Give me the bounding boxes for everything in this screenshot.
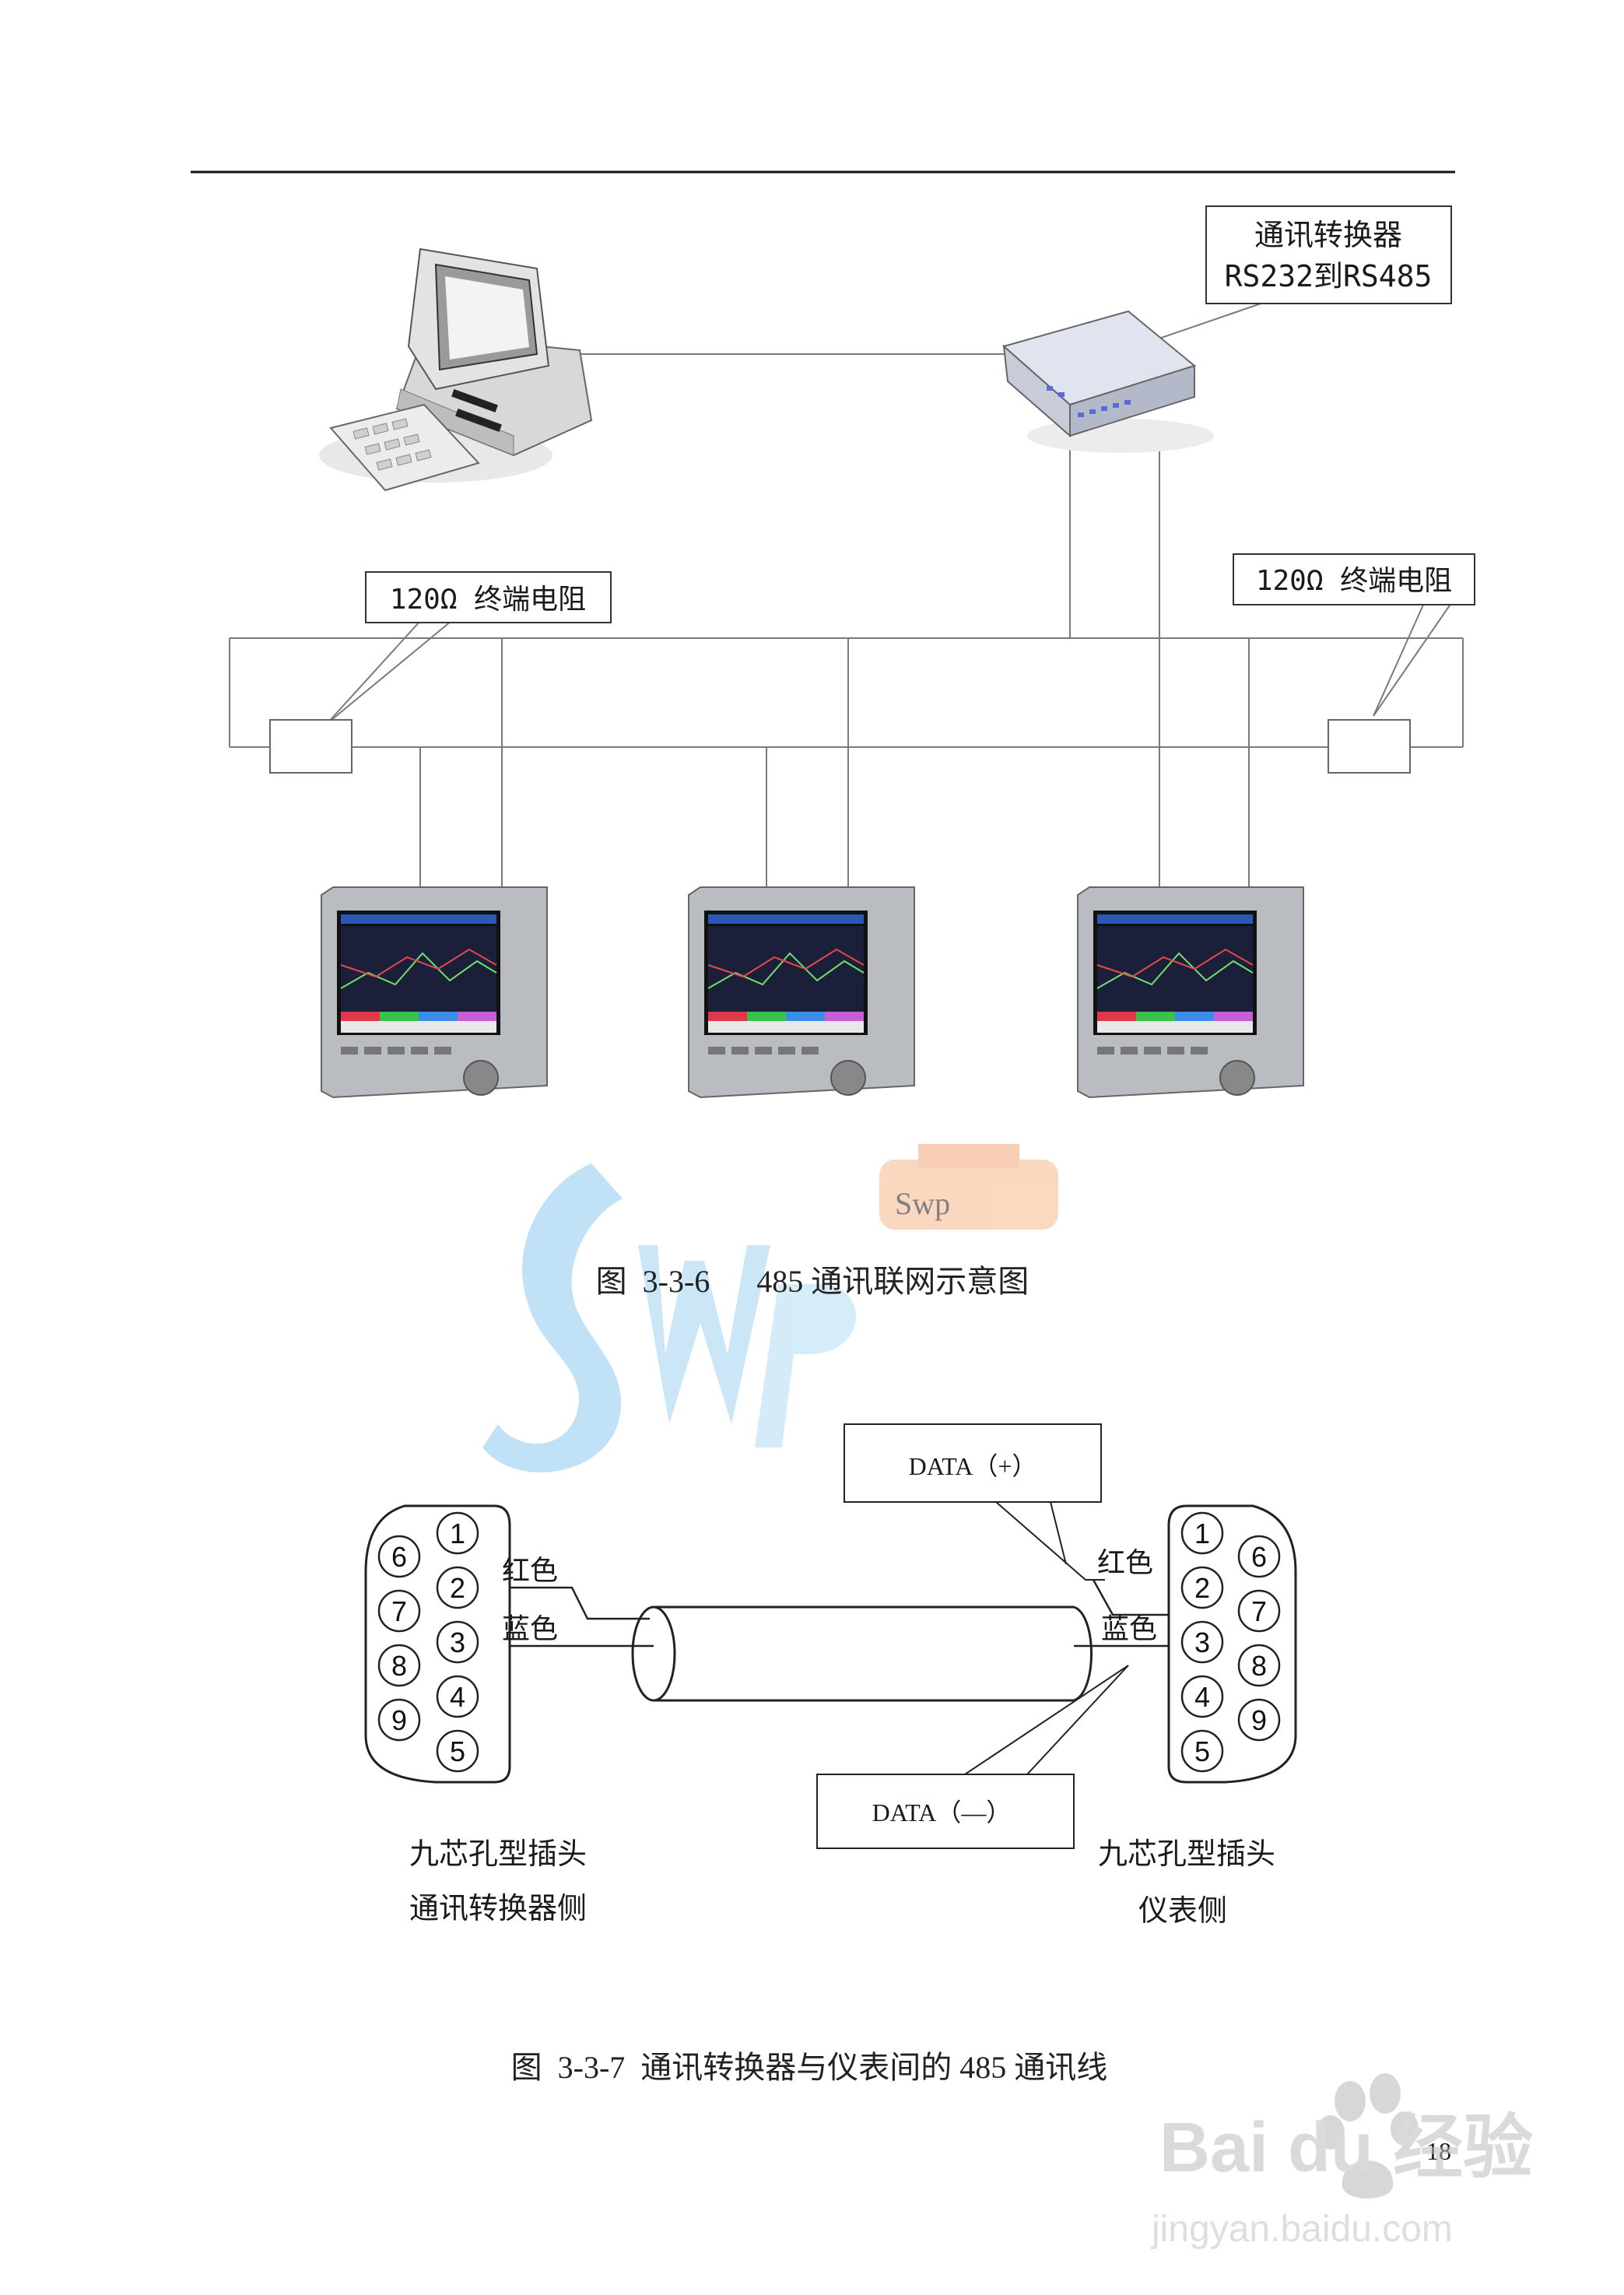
paperless-recorder-instrument-3 <box>1077 886 1304 1099</box>
baidu-url-text: jingyan.baidu.com <box>1150 2209 1453 2250</box>
pin-label: 2 <box>450 1572 465 1604</box>
right-connector-caption-2: 仪表侧 <box>1138 1893 1227 1928</box>
pin-label: 7 <box>391 1595 407 1627</box>
paperless-recorder-instrument-1 <box>321 886 548 1099</box>
terminator-resistor-right <box>1328 719 1411 774</box>
pin-label: 7 <box>1251 1595 1267 1627</box>
bus-lines <box>229 299 1464 887</box>
wire-blue-label-right: 蓝色 <box>1101 1613 1157 1645</box>
rs232-rs485-converter-icon <box>1001 310 1214 453</box>
data-plus-label: DATA（+） <box>909 1452 1037 1480</box>
terminator-label-box-left <box>365 571 612 623</box>
baidu-jingyan-watermark: Bai du 经验 jingyan.baidu.com <box>1150 2073 1533 2250</box>
db9-connector-right: 1 2 3 4 5 6 7 8 9 <box>1167 1504 1297 1784</box>
pin-label: 5 <box>1194 1735 1210 1767</box>
paperless-recorder-instrument-2 <box>688 886 915 1099</box>
watermark-text: Swp <box>895 1186 950 1221</box>
pin-label: 2 <box>1194 1572 1210 1604</box>
figure-cable-diagram: DATA（+） DATA（—） <box>364 1423 1297 2085</box>
pin-label: 8 <box>391 1650 407 1682</box>
pin-label: 4 <box>1194 1681 1210 1713</box>
paw-logo-icon <box>1317 2073 1419 2198</box>
pin-label: 1 <box>450 1518 465 1549</box>
data-minus-label-box <box>816 1774 1075 1849</box>
page-number: 18 <box>1426 2137 1451 2165</box>
pin-label: 4 <box>450 1681 465 1713</box>
swp-watermark-logo: Swp <box>482 1144 1058 1473</box>
data-plus-label-box <box>844 1423 1102 1503</box>
figure-caption-3-3-7: 图 3-3-7 通讯转换器与仪表间的 485 通讯线 <box>511 2050 1108 2085</box>
terminator-label-box-right <box>1233 553 1475 605</box>
pin-label: 8 <box>1251 1650 1267 1682</box>
converter-label-box <box>1205 205 1452 304</box>
figure-caption-3-3-6: 图 3-3-6 485 通讯联网示意图 <box>596 1264 1029 1299</box>
terminator-label-left: 120Ω 终端电阻 <box>390 584 586 616</box>
wire-red-label-right: 红色 <box>1097 1547 1153 1579</box>
terminator-label-right: 120Ω 终端电阻 <box>1256 565 1452 597</box>
right-connector-caption-1: 九芯孔型插头 <box>1098 1837 1275 1871</box>
figure-network-diagram: Swp <box>229 205 1475 1473</box>
pin-label: 3 <box>450 1627 465 1658</box>
baidu-brand-text: Bai du 经验 <box>1159 2109 1533 2187</box>
pin-label: 9 <box>391 1704 407 1736</box>
converter-label-line2: RS232到RS485 <box>1225 259 1433 293</box>
data-minus-label: DATA（—） <box>872 1798 1012 1827</box>
pin-label: 6 <box>391 1541 407 1573</box>
pin-label: 3 <box>1194 1627 1210 1658</box>
terminator-resistor-left <box>269 719 353 774</box>
wire-red-label-left: 红色 <box>502 1555 558 1587</box>
converter-label-line1: 通讯转换器 <box>1254 218 1402 252</box>
db9-connector-left: 1 2 3 4 5 6 7 8 9 <box>364 1504 511 1784</box>
left-connector-caption-2: 通讯转换器侧 <box>409 1891 587 1925</box>
pc-computer-icon <box>319 247 593 492</box>
left-connector-caption-1: 九芯孔型插头 <box>409 1837 587 1871</box>
shielded-cable <box>631 1605 1093 1702</box>
pin-label: 6 <box>1251 1541 1267 1573</box>
pin-label: 9 <box>1251 1704 1267 1736</box>
pin-label: 5 <box>450 1735 465 1767</box>
pin-label: 1 <box>1194 1518 1210 1549</box>
wire-blue-label-left: 蓝色 <box>502 1613 558 1645</box>
